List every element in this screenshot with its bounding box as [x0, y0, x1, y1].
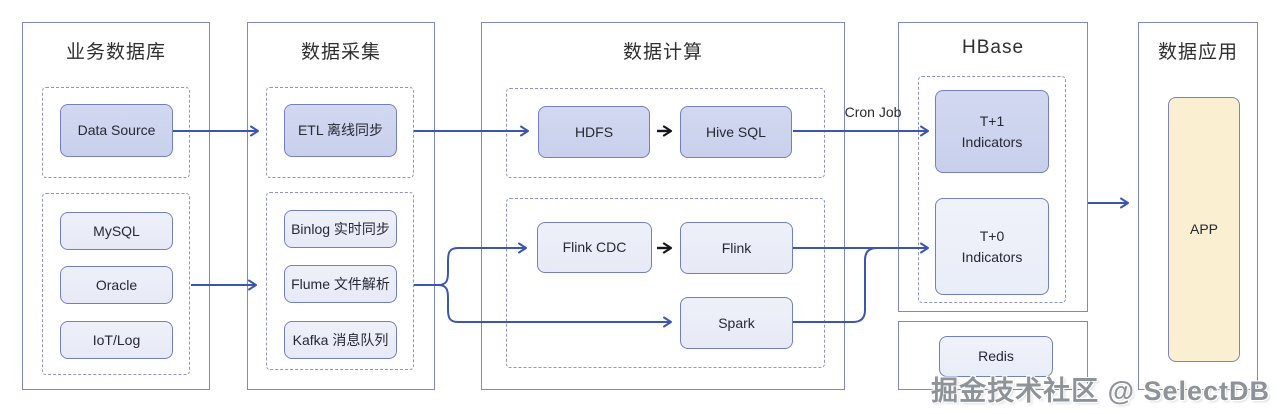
dashed-group-data-source — [42, 87, 190, 178]
dashed-group-indicators — [918, 76, 1066, 303]
dashed-group-offline-sync — [266, 87, 414, 178]
node-etl-label: ETL 离线同步 — [297, 122, 384, 138]
column-title-hbase: HBase — [961, 37, 1025, 58]
node-hive-sql-label: Hive SQL — [706, 123, 766, 140]
node-t1-indicators: T+1 Indicators — [935, 90, 1049, 173]
node-iot-log: IoT/Log — [60, 321, 173, 359]
node-t1-line2: Indicators — [961, 133, 1023, 150]
node-flink-cdc-label: Flink CDC — [562, 239, 627, 255]
node-hdfs: HDFS — [538, 106, 650, 158]
node-t1-line1: T+1 — [979, 112, 1005, 129]
column-title-data-application: 数据应用 — [1157, 42, 1238, 63]
dashed-group-realtime-collect — [266, 192, 414, 370]
node-t0-line1: T+0 — [979, 227, 1005, 244]
node-kafka-label: Kafka 消息队列 — [292, 331, 389, 348]
node-hive-sql: Hive SQL — [680, 106, 792, 158]
node-flink: Flink — [680, 222, 793, 274]
node-t0-indicators: T+0 Indicators — [935, 198, 1049, 295]
watermark-text: 掘金技术社区 @ SelectDB — [931, 376, 1270, 406]
dashed-group-batch-compute — [506, 88, 825, 178]
node-app-label: APP — [1189, 221, 1218, 237]
node-binlog-label: Binlog 实时同步 — [291, 220, 390, 237]
node-mysql-label: MySQL — [93, 222, 140, 239]
column-title-business-db: 业务数据库 — [65, 42, 166, 63]
cron-job-label: Cron Job — [844, 104, 902, 120]
node-redis-label: Redis — [978, 348, 1014, 364]
node-spark-label: Spark — [718, 314, 755, 331]
node-oracle: Oracle — [60, 266, 173, 304]
node-oracle-label: Oracle — [95, 276, 138, 293]
node-mysql: MySQL — [60, 212, 173, 250]
node-data-source: Data Source — [60, 104, 173, 157]
node-t0-line2: Indicators — [961, 248, 1023, 265]
node-etl-offline-sync: ETL 离线同步 — [284, 104, 397, 157]
dashed-group-db-sources — [42, 193, 190, 375]
node-flume-parse: Flume 文件解析 — [284, 265, 397, 303]
node-spark: Spark — [680, 297, 793, 349]
column-title-data-collection: 数据采集 — [300, 42, 381, 63]
node-flume-label: Flume 文件解析 — [291, 275, 390, 292]
node-flink-cdc: Flink CDC — [537, 222, 652, 273]
node-app: APP — [1168, 97, 1240, 362]
node-flink-label: Flink — [721, 239, 752, 256]
node-kafka-queue: Kafka 消息队列 — [284, 321, 397, 359]
column-title-data-computing: 数据计算 — [622, 42, 703, 63]
node-redis: Redis — [939, 336, 1053, 377]
node-binlog-sync: Binlog 实时同步 — [284, 210, 397, 248]
node-data-source-label: Data Source — [77, 122, 156, 138]
node-hdfs-label: HDFS — [574, 123, 614, 140]
column-data-collection: 数据采集 — [247, 22, 435, 390]
node-iot-log-label: IoT/Log — [92, 331, 141, 348]
